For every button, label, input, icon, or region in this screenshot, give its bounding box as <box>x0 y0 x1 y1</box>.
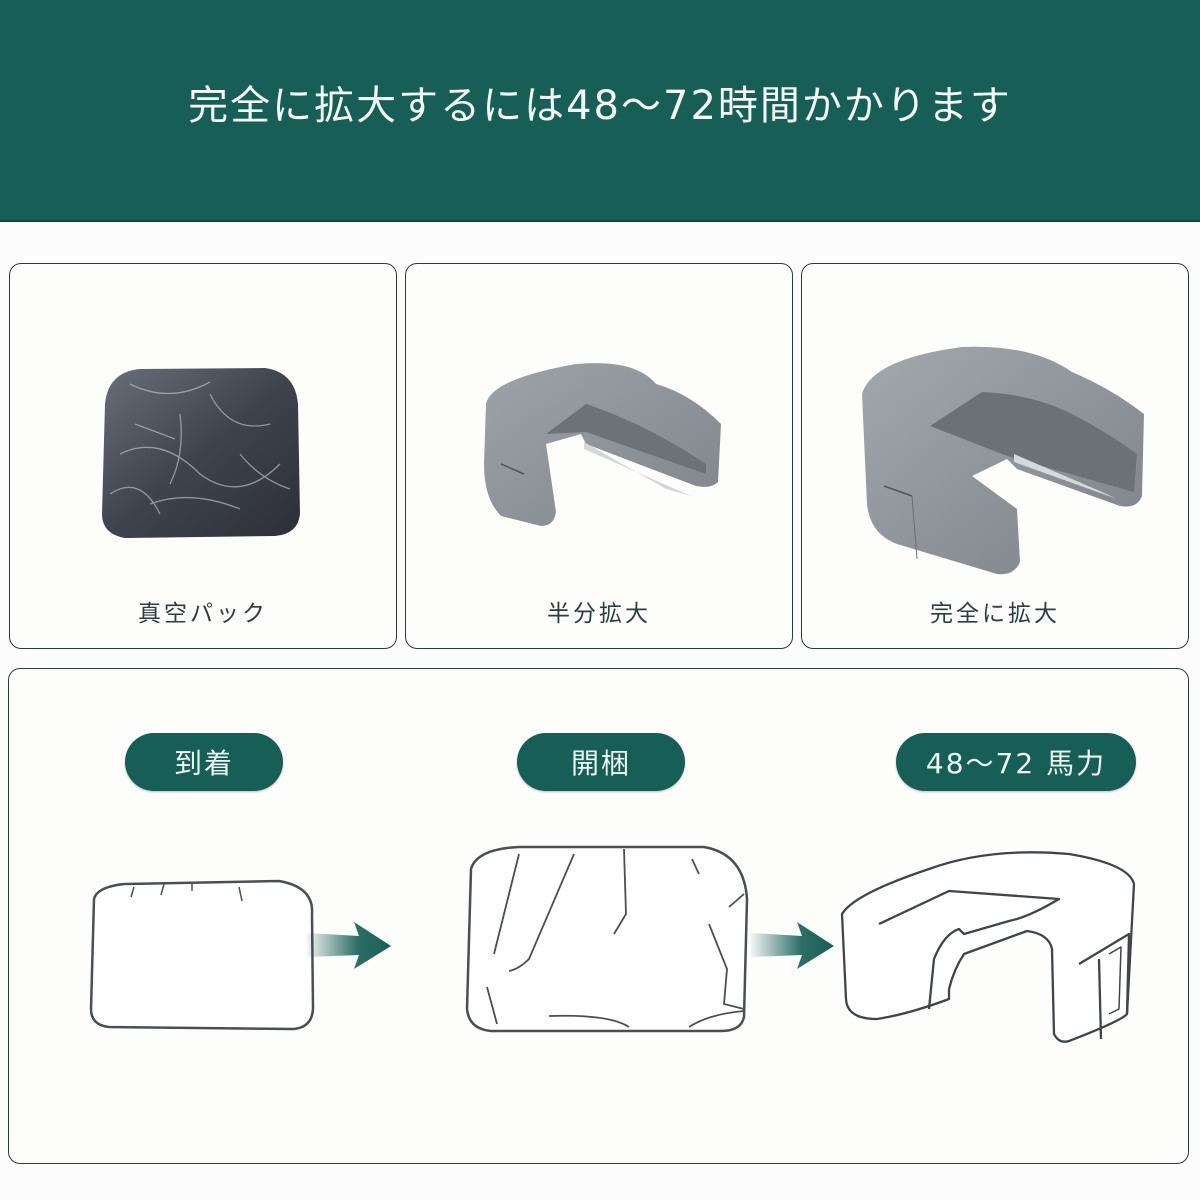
compressed-package-sketch <box>89 879 315 1031</box>
half-expanded-cushion-image <box>484 363 721 526</box>
process-sketches <box>89 845 1136 1043</box>
process-steps-panel: 到着 開梱 48～72 馬力 <box>8 668 1189 1164</box>
stage-label: 真空パック <box>138 601 268 627</box>
stage-label: 半分拡大 <box>547 601 651 627</box>
fully-expanded-cushion-image <box>862 346 1144 575</box>
arrow-right-icon <box>307 922 391 969</box>
step-pill-expand-time: 48～72 馬力 <box>896 733 1136 791</box>
header-banner: 完全に拡大するには48～72時間かかります <box>0 0 1200 222</box>
unpacked-package-sketch <box>465 845 749 1033</box>
banner-title: 完全に拡大するには48～72時間かかります <box>188 83 1012 129</box>
step-pill-unpack: 開梱 <box>517 733 685 791</box>
stage-label: 完全に拡大 <box>930 601 1060 627</box>
stage-card-vacuum-pack: 真空パック <box>9 263 397 649</box>
step-pill-arrival: 到着 <box>125 733 283 791</box>
expanded-u-cushion-sketch <box>840 851 1136 1043</box>
arrow-right-icon <box>751 922 834 969</box>
vacuum-pack-image <box>102 368 300 538</box>
stage-card-half-expanded: 半分拡大 <box>405 263 793 649</box>
stage-card-fully-expanded: 完全に拡大 <box>801 263 1189 649</box>
